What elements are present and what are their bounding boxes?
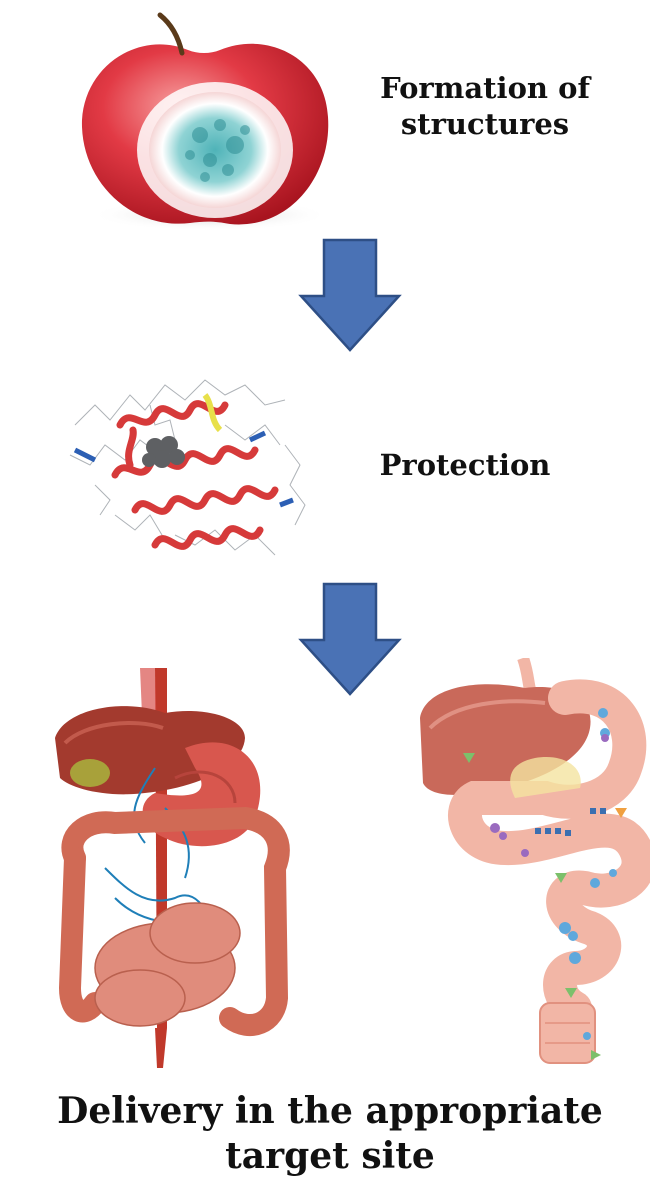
delivery-label: Delivery in the appropriate target site xyxy=(0,1089,660,1179)
protection-label: Protection xyxy=(360,447,570,483)
gut-target-site-icon xyxy=(415,658,650,1076)
down-arrow-icon xyxy=(298,582,402,697)
digestive-system-icon xyxy=(45,668,290,1073)
formation-label: Formation of structures xyxy=(350,70,620,143)
protein-ribbon-icon xyxy=(55,365,320,570)
apple-capsule-icon xyxy=(70,5,340,235)
down-arrow-icon xyxy=(298,238,402,353)
